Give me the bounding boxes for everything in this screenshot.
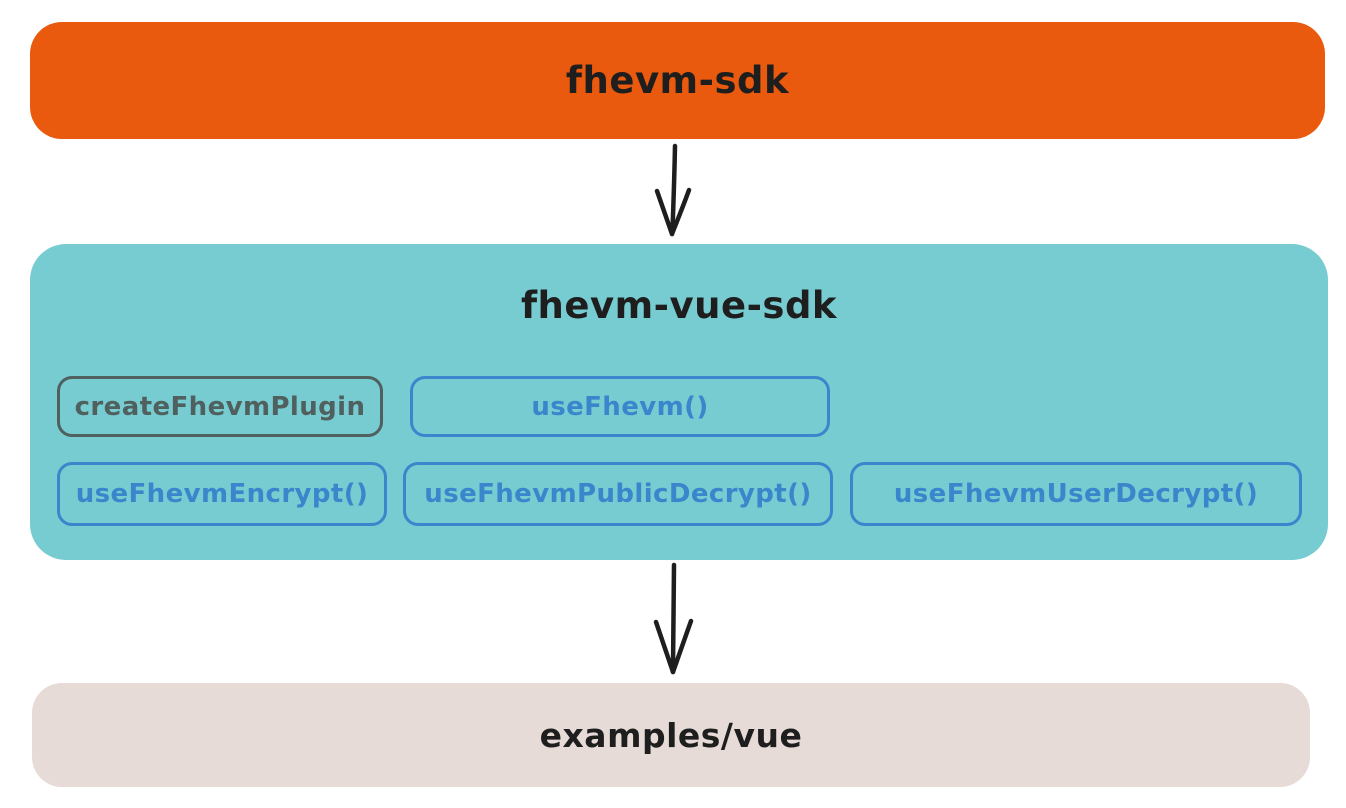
pill-useFhevmUserDecrypt: useFhevmUserDecrypt() [850,462,1302,526]
node-fhevm-sdk-label: fhevm-sdk [565,59,790,102]
pill-useFhevmEncrypt: useFhevmEncrypt() [57,462,387,526]
node-examples-vue: examples/vue [32,683,1310,787]
pill-useFhevm-label: useFhevm() [531,391,709,422]
pill-useFhevmEncrypt-label: useFhevmEncrypt() [75,479,369,509]
arrow-down-middle-to-bottom-icon [638,560,710,682]
node-fhevm-vue-sdk: fhevm-vue-sdk createFhevmPlugin useFhevm… [30,244,1328,560]
node-fhevm-vue-sdk-title: fhevm-vue-sdk [520,284,838,327]
node-examples-vue-label: examples/vue [539,715,803,755]
node-fhevm-sdk: fhevm-sdk [30,22,1325,139]
pill-createFhevmPlugin-label: createFhevmPlugin [74,391,366,422]
pill-createFhevmPlugin: createFhevmPlugin [57,376,383,437]
pill-useFhevm: useFhevm() [410,376,830,437]
pill-useFhevmPublicDecrypt-label: useFhevmPublicDecrypt() [424,479,812,509]
pill-useFhevmPublicDecrypt: useFhevmPublicDecrypt() [403,462,833,526]
arrow-down-top-to-middle-icon [638,142,710,242]
pill-useFhevmUserDecrypt-label: useFhevmUserDecrypt() [893,479,1259,509]
